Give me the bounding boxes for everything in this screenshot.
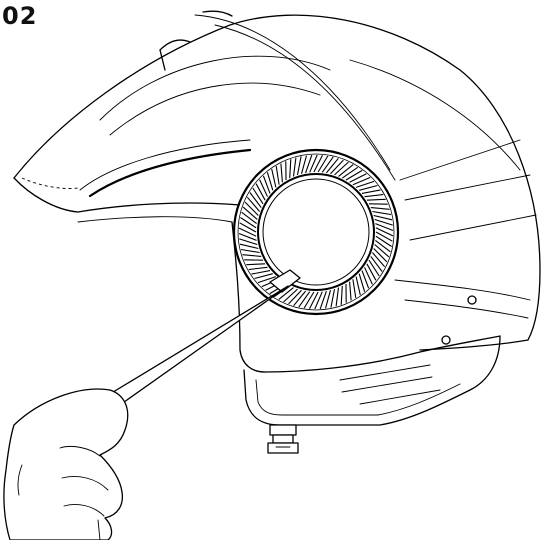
ratchet-tooth bbox=[375, 227, 394, 237]
ratchet-tooth bbox=[375, 235, 392, 247]
ratchet-tooth bbox=[300, 155, 308, 174]
ratchet-tooth bbox=[361, 270, 370, 289]
ratchet-tooth bbox=[289, 159, 292, 179]
ratchet-tooth bbox=[355, 276, 361, 296]
ratchet-tooth bbox=[251, 270, 271, 275]
ratchet-tooth bbox=[293, 290, 307, 307]
ratchet-tooth bbox=[335, 287, 340, 307]
ratchet-tooth bbox=[325, 157, 339, 174]
helmet-shell bbox=[13, 10, 541, 351]
ratchet-tooth bbox=[313, 155, 323, 173]
ratchet-tooth bbox=[280, 163, 283, 183]
ratchet-tooth bbox=[375, 231, 393, 242]
ratchet-tooth bbox=[324, 290, 332, 309]
ratchet-tooth bbox=[238, 227, 257, 237]
ratchet-tooth bbox=[352, 176, 371, 186]
step-number: 02 bbox=[2, 2, 38, 30]
ratchet-tooth bbox=[248, 266, 268, 271]
ratchet-tooth bbox=[341, 166, 359, 179]
ratchet-tooth bbox=[355, 180, 375, 188]
ratchet-tooth bbox=[330, 159, 344, 175]
ratchet-tooth bbox=[338, 164, 354, 177]
ratchet-tooth bbox=[330, 288, 336, 308]
ratchet-tooth bbox=[292, 157, 297, 177]
ratchet-tooth bbox=[283, 288, 298, 303]
ratchet-tooth bbox=[366, 263, 377, 281]
ratchet-tooth bbox=[371, 252, 386, 268]
ratchet-tooth bbox=[349, 281, 352, 301]
ratchet-tooth bbox=[321, 156, 334, 173]
ratchet-tooth bbox=[240, 248, 260, 254]
ratchet-tooth bbox=[242, 206, 258, 220]
ratchet-tooth bbox=[373, 214, 393, 221]
ratchet-tooth bbox=[246, 263, 266, 266]
ratchet-tooth bbox=[334, 161, 349, 176]
ratchet-tooth bbox=[375, 239, 391, 253]
ratchet-tooth bbox=[303, 291, 315, 309]
ratchet-tooth bbox=[275, 166, 280, 185]
ratchet-tooth bbox=[309, 154, 318, 173]
ratchet-tooth bbox=[242, 254, 262, 257]
ratchet-tooth bbox=[340, 285, 343, 305]
ratchet-tooth bbox=[239, 243, 259, 250]
ratchet-tooth bbox=[368, 259, 380, 277]
ratchet-tooth bbox=[345, 169, 363, 181]
ratchet-tooth bbox=[288, 289, 302, 305]
ratchet-tooth bbox=[239, 222, 257, 233]
ratchet-tooth bbox=[271, 168, 277, 188]
ratchet-tooth bbox=[372, 210, 392, 216]
ratchet-tooth bbox=[244, 201, 259, 216]
ratchet-tooth bbox=[278, 287, 294, 300]
ratchet-tooth bbox=[364, 193, 384, 198]
ratchet-tooth bbox=[296, 156, 302, 176]
ratchet-tooth bbox=[364, 267, 373, 285]
ratchet-tooth bbox=[305, 154, 313, 174]
ratchet-tooth bbox=[249, 192, 262, 208]
ratchet-tooth bbox=[246, 196, 261, 212]
ratchet-tooth bbox=[374, 218, 393, 226]
ratchet-tooth bbox=[366, 198, 386, 201]
ratchet-tooth bbox=[373, 248, 388, 263]
ratchet-tooth bbox=[266, 172, 274, 191]
ratchet-tooth bbox=[309, 291, 319, 309]
ratchet-tooth bbox=[317, 155, 329, 173]
ratchet-tooth bbox=[370, 207, 390, 210]
ratchet-tooth bbox=[374, 244, 390, 258]
ratchet-tooth bbox=[240, 217, 257, 229]
ratchet-tooth bbox=[314, 291, 323, 310]
ratchet-tooth bbox=[255, 183, 266, 201]
chin-strap-buckle bbox=[267, 424, 299, 454]
ratchet-tooth bbox=[349, 173, 367, 183]
ratchet-tooth bbox=[262, 175, 271, 194]
ratchet-tooth bbox=[239, 238, 258, 246]
ratchet-tooth bbox=[361, 189, 381, 194]
ratchet-tooth bbox=[359, 184, 378, 191]
ratchet-tooth bbox=[254, 273, 273, 280]
ratchet-tooth bbox=[298, 291, 311, 308]
ratchet-tooth bbox=[319, 290, 327, 310]
ratchet-ring bbox=[232, 148, 400, 316]
ratchet-tooth bbox=[259, 179, 268, 197]
ratchet-tooth bbox=[257, 276, 277, 284]
hand bbox=[3, 388, 129, 540]
ratchet-tooth bbox=[252, 187, 264, 205]
ratchet-tooth bbox=[358, 273, 366, 292]
ratchet-tooth bbox=[352, 279, 357, 298]
ratchet-tooth bbox=[370, 256, 383, 272]
ratchet-tooth bbox=[238, 232, 257, 241]
ratchet-tooth bbox=[241, 211, 257, 225]
ratchet-tooth bbox=[375, 223, 394, 232]
